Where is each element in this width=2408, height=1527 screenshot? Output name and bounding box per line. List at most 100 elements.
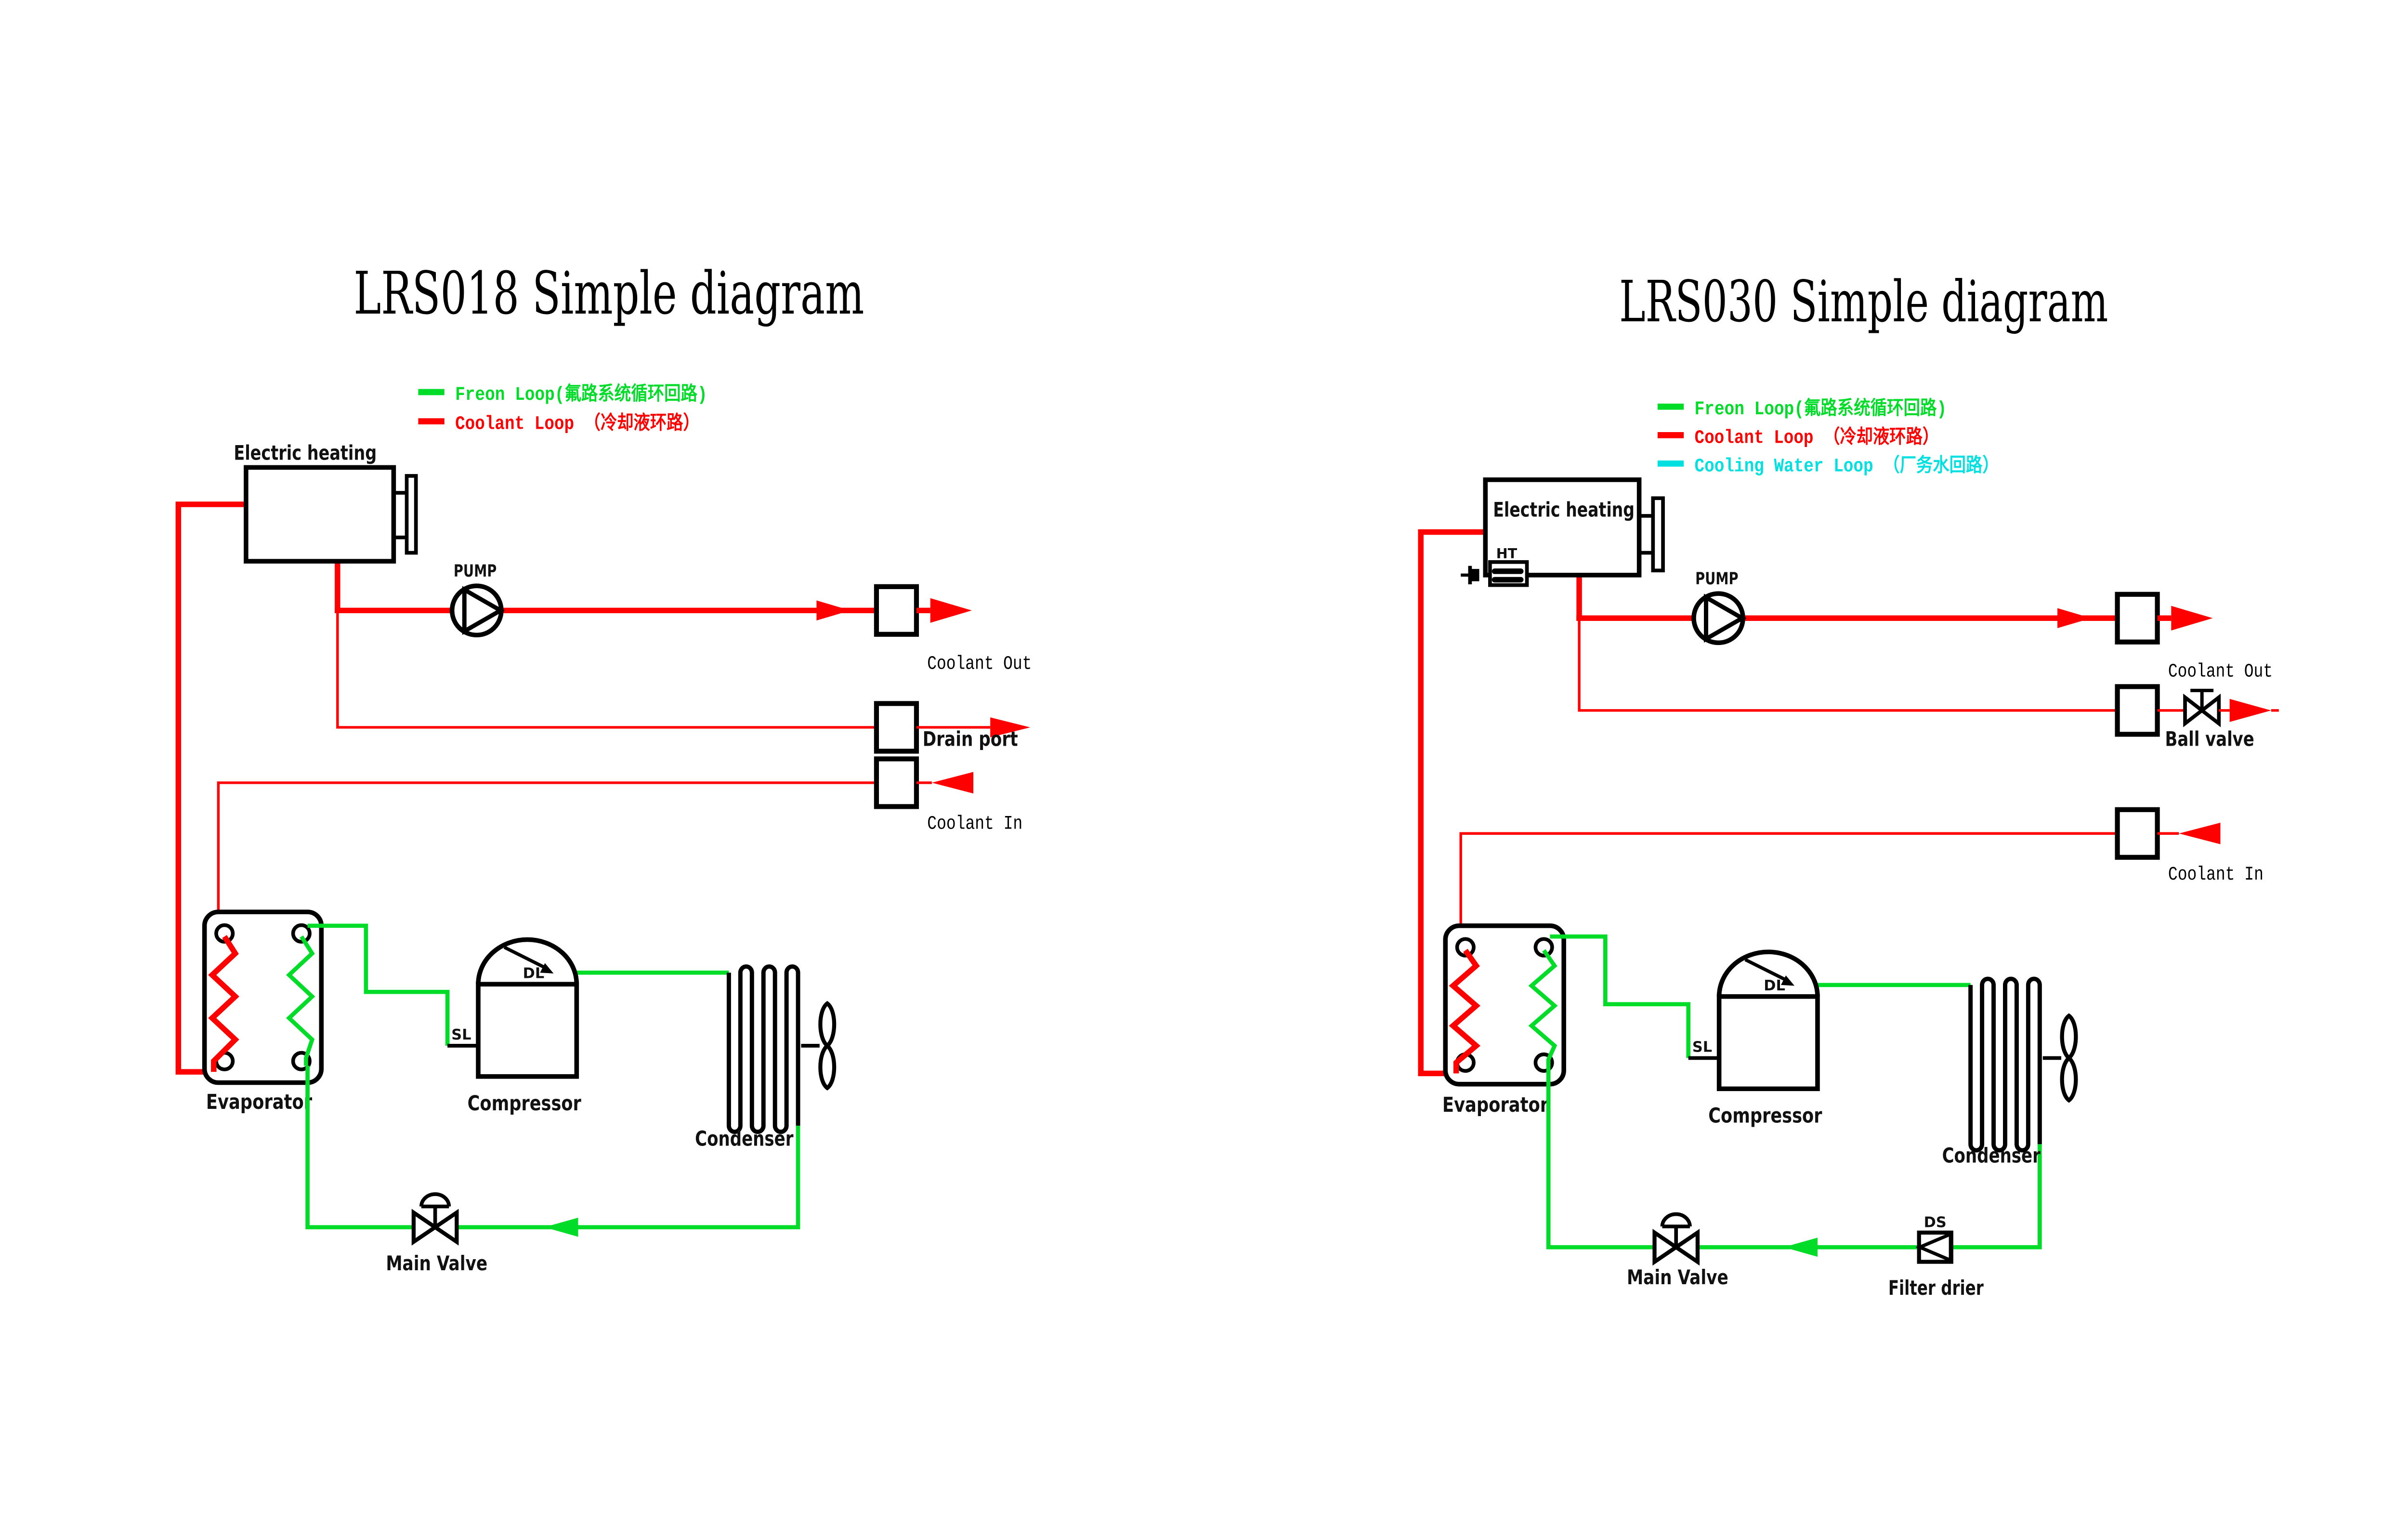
valve-cap: [419, 1192, 451, 1207]
pipe-ball-valve-line: [1578, 618, 2118, 712]
coolant-in-port: Coolant In: [2115, 807, 2264, 885]
pump-circle-icon: [449, 583, 504, 638]
port-box: [874, 756, 919, 809]
port-box: [2115, 684, 2160, 737]
pipe-evap-to-compressor: [307, 923, 450, 1046]
hot-coil: [208, 935, 239, 1072]
pump: PUMP: [1691, 569, 1747, 645]
coolant-out-label: Coolant Out: [927, 653, 1032, 675]
evaporator: Evaporator: [202, 909, 324, 1114]
dl-label: DL: [1764, 977, 1785, 994]
drain-port: Drain port: [874, 701, 1031, 754]
compressor-body: [1716, 994, 1820, 1092]
dl-label: DL: [523, 965, 545, 982]
discharge-arrowhead-icon: [540, 963, 554, 974]
electric-heating-unit: Electric heating: [234, 441, 418, 564]
freon-loop-pipes: [1546, 934, 2042, 1257]
coolant-loop-pipes: [1418, 529, 2118, 1077]
flange-bar: [405, 474, 418, 555]
compressor-label: Compressor: [468, 1092, 582, 1116]
bolt-icon: [1533, 937, 1554, 958]
pump-circle-icon: [1691, 591, 1745, 645]
inflow-arrow-icon: [931, 772, 974, 794]
sl-label: SL: [1692, 1039, 1712, 1056]
main-valve: Main Valve: [386, 1192, 487, 1275]
evaporator: Evaporator: [1442, 923, 1566, 1117]
legend: Freon Loop(氟路系统循环回路) Coolant Loop （冷却液环路…: [418, 383, 707, 435]
compressor-body: [476, 982, 579, 1079]
ht-label: HT: [1496, 545, 1518, 562]
lrs018-diagram: LRS018 Simple diagram Freon Loop(氟路系统循环回…: [175, 259, 1032, 1275]
discharge-arrowhead-icon: [1780, 975, 1795, 986]
legend-coolant-label: Coolant Loop （冷却液环路）: [1695, 426, 1939, 448]
heater-plug-icon: [1471, 569, 1479, 581]
pump-triangle-icon: [1703, 593, 1747, 643]
pump: PUMP: [449, 561, 505, 638]
pipe-coolant-in-line: [217, 781, 877, 924]
diagram-title: LRS030 Simple diagram: [1619, 268, 2108, 335]
outflow-arrow-icon: [990, 717, 1031, 737]
freon-coil: [1528, 949, 1558, 1067]
pipe-coolant-return: [1418, 529, 1486, 1077]
sl-label: SL: [451, 1027, 471, 1043]
freon-loop-pipes: [305, 923, 800, 1237]
freon-coil: [286, 935, 315, 1066]
fan-icon: [2060, 1013, 2078, 1103]
lrs030-diagram: LRS030 Simple diagram Freon Loop(氟路系统循环回…: [1418, 268, 2279, 1300]
condenser-label: Condenser: [1942, 1144, 2041, 1168]
filter-drier-triangle: [1915, 1231, 1952, 1263]
main-valve-label: Main Valve: [1627, 1265, 1728, 1289]
condenser-coil: [726, 964, 800, 1134]
discharge-arrow-line: [503, 946, 549, 971]
legend: Freon Loop(氟路系统循环回路) Coolant Loop （冷却液环路…: [1657, 397, 1999, 477]
flow-arrow-icon: [2057, 608, 2092, 629]
flow-arrow-icon: [1783, 1237, 1818, 1257]
valve-cap: [1660, 1212, 1692, 1227]
heating-tank: [1483, 477, 1642, 578]
coolant-out-label: Coolant Out: [2168, 661, 2273, 683]
bolt-icon: [214, 923, 235, 944]
valve-bowtie-left: [1652, 1228, 1680, 1266]
drain-port-label: Drain port: [923, 727, 1018, 750]
electric-heating-label: Electric heating: [234, 441, 377, 464]
pump-label: PUMP: [454, 561, 497, 581]
coolant-in-port: Coolant In: [874, 756, 1022, 835]
valve-bowtie-right: [1672, 1228, 1700, 1266]
condenser: Condenser: [1942, 976, 2078, 1168]
discharge-arrow-line: [1744, 958, 1789, 983]
pipe-drain-line: [336, 610, 877, 729]
condenser: Condenser: [695, 964, 837, 1151]
filter-drier: DS Filter drier: [1888, 1214, 1984, 1300]
pipe-coolant-in-line: [1459, 832, 2118, 937]
ds-label: DS: [1924, 1214, 1947, 1231]
flange-bar: [1651, 496, 1665, 573]
compressor: DL SL Compressor: [451, 937, 582, 1116]
main-valve-label: Main Valve: [386, 1251, 487, 1275]
valve-bowtie-left: [411, 1209, 439, 1246]
compressor-label: Compressor: [1708, 1104, 1822, 1128]
diagram-title: LRS018 Simple diagram: [353, 259, 864, 328]
hot-coil: [1449, 948, 1480, 1074]
coolant-in-label: Coolant In: [927, 813, 1022, 835]
fan-icon: [818, 1000, 837, 1091]
port-box: [2115, 592, 2160, 645]
coolant-out-port: Coolant Out: [816, 584, 1032, 675]
outflow-arrow-icon: [930, 598, 972, 623]
pump-label: PUMP: [1695, 569, 1738, 589]
condenser-label: Condenser: [695, 1127, 794, 1151]
inflow-arrow-icon: [2179, 822, 2221, 844]
pump-triangle-icon: [462, 586, 505, 635]
port-box: [874, 701, 919, 754]
electric-heating-label: Electric heating: [1493, 498, 1635, 522]
valve-bowtie-left: [2183, 693, 2205, 727]
evaporator-label: Evaporator: [1442, 1093, 1549, 1117]
valve-bowtie-right: [432, 1209, 459, 1246]
heating-tank: [244, 465, 396, 564]
compressor: DL SL Compressor: [1692, 949, 1822, 1128]
legend-freon-label: Freon Loop(氟路系统循环回路): [455, 383, 707, 406]
bolt-icon: [1455, 937, 1476, 958]
electric-heating-unit: Electric heating HT: [1461, 477, 1665, 587]
pipe-evap-to-compressor: [1550, 934, 1691, 1058]
flow-arrow-icon: [544, 1217, 578, 1237]
